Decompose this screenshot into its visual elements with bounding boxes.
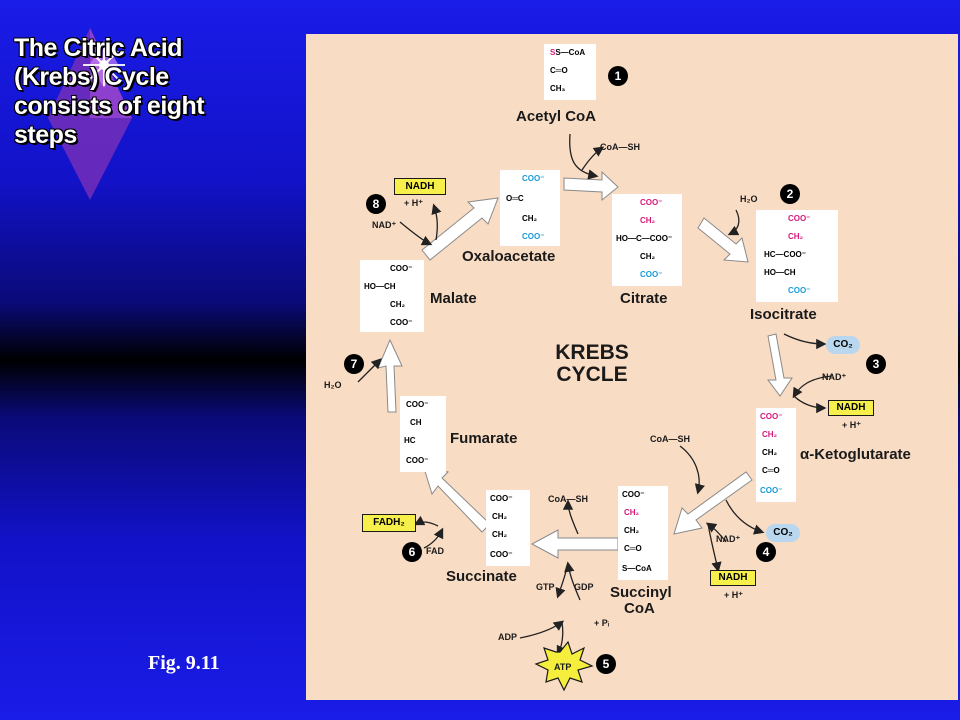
step-8-badge: 8 (366, 194, 386, 214)
citrate-label: Citrate (620, 290, 668, 307)
isocitrate-structure: COO⁻ CH₂ HC—COO⁻ HO—CH COO⁻ (756, 210, 838, 302)
succinate-label: Succinate (446, 568, 517, 585)
acetyl-coa-label: Acetyl CoA (516, 108, 597, 125)
arrow-citrate-to-isocitrate (697, 217, 749, 263)
arrow-oxaloacetate-to-citrate (563, 170, 619, 202)
step-6-badge: 6 (402, 542, 422, 562)
nadh-box-step3: NADH (828, 400, 874, 416)
succinyl-coa-label-line1: Succinyl (610, 584, 672, 601)
slide-title: The Citric Acid (Krebs) Cycle consists o… (14, 34, 205, 149)
krebs-cycle-figure: SS—CoA C═O CH₃ COO⁻ O═C CH₂ COO⁻ COO⁻ CH… (306, 34, 958, 700)
arrow-coa-release-5 (562, 499, 579, 535)
gtp-label: GTP (536, 582, 555, 592)
adp-label: ADP (498, 632, 518, 642)
fumarate-label: Fumarate (450, 430, 518, 447)
step-4-badge: 4 (756, 542, 776, 562)
krebs-cycle-title: KREBS CYCLE (555, 341, 629, 386)
hplus-label-step4: + H⁺ (724, 590, 744, 600)
h2o-label-step2: H₂O (740, 194, 758, 204)
malate-label: Malate (430, 290, 477, 307)
fadh2-box: FADH₂ (362, 514, 416, 532)
arrow-coa-in-4 (679, 445, 705, 495)
step-3-badge: 3 (866, 354, 886, 374)
step-1-badge: 1 (608, 66, 628, 86)
arrow-gdp-in (564, 561, 581, 601)
arrow-nadh-out-8 (431, 203, 442, 241)
arrow-nadh-out-4 (707, 523, 722, 573)
coa-sh-label-step5: CoA—SH (548, 494, 588, 504)
hplus-label-step8: + H⁺ (404, 198, 424, 208)
co2-badge-step4: CO₂ (766, 524, 800, 542)
nadh-box-step4: NADH (710, 570, 756, 586)
arrow-ketoglutarate-to-succinylcoa (673, 471, 753, 535)
arrow-succinate-to-fumarate (423, 467, 491, 533)
arrow-nad-in-3 (792, 375, 833, 399)
citrate-structure: COO⁻ CH₂ HO—C—COO⁻ CH₂ COO⁻ (612, 194, 682, 286)
step-5-badge: 5 (596, 654, 616, 674)
isocitrate-label: Isocitrate (750, 306, 817, 323)
cycle-arrows (357, 133, 833, 692)
gdp-label: GDP (574, 582, 594, 592)
fad-label: FAD (426, 546, 444, 556)
arrow-fad-in (423, 527, 444, 549)
coa-sh-label-step1: CoA—SH (600, 142, 640, 152)
arrow-adp-in (519, 620, 565, 639)
alpha-ketoglutarate-label: α-Ketoglutarate (800, 446, 911, 463)
oxaloacetate-label: Oxaloacetate (462, 248, 556, 265)
nad-label-step8: NAD⁺ (372, 220, 397, 230)
oxaloacetate-structure: COO⁻ O═C CH₂ COO⁻ (500, 170, 560, 246)
arrow-fumarate-to-malate (377, 338, 403, 413)
arrow-nad-in-8 (399, 221, 433, 246)
arrow-coa-release-1 (581, 146, 605, 171)
decorative-gem-icon (48, 28, 132, 200)
pi-label: + Pᵢ (594, 618, 610, 628)
arrow-isocitrate-to-ketoglutarate (767, 333, 793, 397)
arrow-malate-to-oxaloacetate (421, 197, 499, 261)
nad-label-step4: NAD⁺ (716, 534, 741, 544)
nad-label-step3: NAD⁺ (822, 372, 847, 382)
nadh-box-step8: NADH (394, 178, 446, 195)
succinyl-coa-label-line2: CoA (624, 600, 655, 617)
co2-badge-step3: CO₂ (826, 336, 860, 354)
arrow-h2o-in (727, 209, 740, 236)
coa-sh-label-step4: CoA—SH (650, 434, 690, 444)
malate-structure: COO⁻ HO—CH CH₂ COO⁻ (360, 260, 424, 332)
arrow-fadh2-out (413, 515, 439, 527)
arrow-h2o-in-7 (357, 358, 382, 383)
atp-label: ATP (554, 662, 572, 672)
step-7-badge: 7 (344, 354, 364, 374)
acetyl-coa-structure: SS—CoA C═O CH₃ (544, 44, 596, 100)
arrow-acetyl-entry (569, 133, 599, 180)
arrow-gtp-out (555, 563, 569, 599)
succinate-structure: COO⁻ CH₂ CH₂ COO⁻ (486, 490, 530, 566)
arrow-succinylcoa-to-succinate (530, 529, 619, 559)
atp-burst (534, 640, 594, 692)
arrow-co2-release-3 (783, 333, 827, 350)
hplus-label-step3: + H⁺ (842, 420, 862, 430)
h2o-label-step7: H₂O (324, 380, 342, 390)
alpha-ketoglutarate-structure: COO⁻ CH₂ CH₂ C═O COO⁻ (756, 408, 796, 502)
succinyl-coa-structure: COO⁻ CH₂ CH₂ C═O S—CoA (618, 486, 668, 580)
fumarate-structure: COO⁻ CH HC COO⁻ (400, 396, 446, 472)
arrow-nad-in-4 (705, 522, 727, 543)
figure-label: Fig. 9.11 (148, 652, 220, 674)
arrow-co2-release-4 (725, 499, 765, 535)
step-2-badge: 2 (780, 184, 800, 204)
arrow-nadh-out-3 (793, 395, 827, 414)
